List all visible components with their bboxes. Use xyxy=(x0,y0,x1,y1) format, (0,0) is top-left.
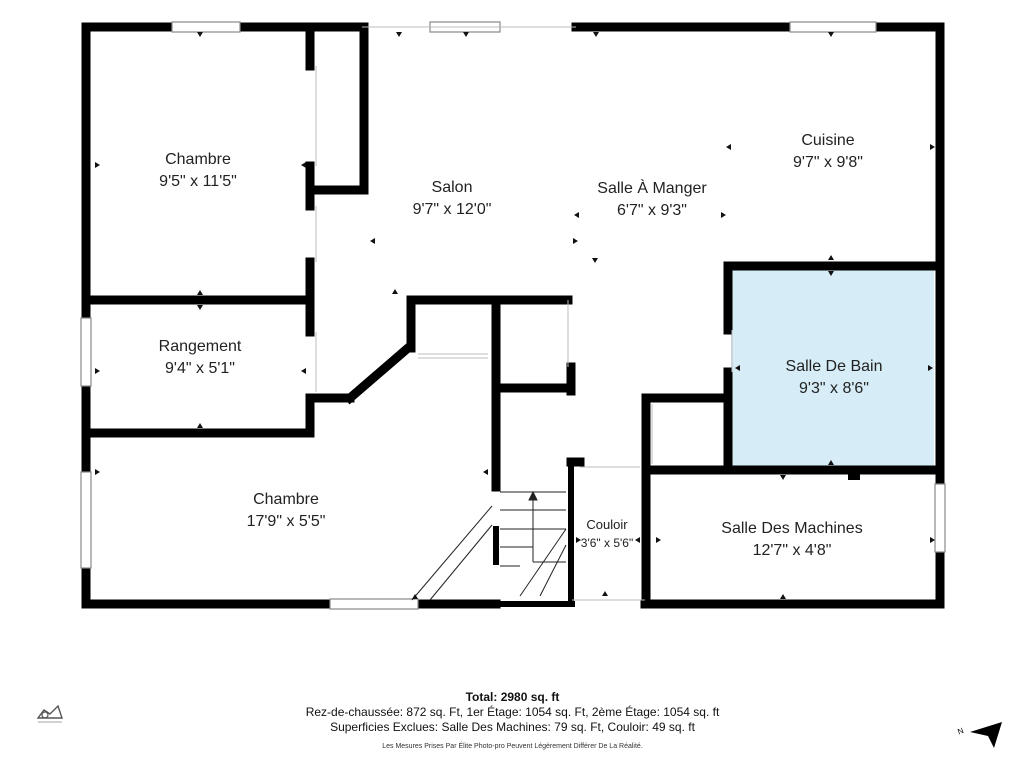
room-chambre-2: Chambre 17'9" x 5'5" xyxy=(247,489,326,533)
room-name: Rangement xyxy=(158,338,242,355)
bathroom-floor xyxy=(731,266,934,468)
room-name: Salon xyxy=(431,179,473,196)
room-salle-de-bain: Salle De Bain 9'3" x 8'6" xyxy=(786,356,883,400)
room-couloir: Couloir 3'6" x 5'6" xyxy=(581,516,633,552)
room-dims: 9'4" x 5'1" xyxy=(165,360,235,377)
room-name: Salle De Bain xyxy=(785,358,883,375)
wall-stub xyxy=(848,470,860,480)
room-salle-a-manger: Salle À Manger 6'7" x 9'3" xyxy=(597,178,706,222)
staircase xyxy=(411,490,567,601)
north-arrow-icon: N xyxy=(956,722,1002,748)
room-name: Salle À Manger xyxy=(597,180,707,197)
room-dims: 12'7" x 4'8" xyxy=(752,542,832,559)
company-logo-icon xyxy=(36,704,63,723)
room-name: Chambre xyxy=(165,151,231,168)
walls xyxy=(81,22,945,609)
room-dims: 6'7" x 9'3" xyxy=(617,202,687,219)
total-area: Total: 2980 sq. ft xyxy=(465,690,560,704)
room-dims: 9'7" x 9'8" xyxy=(793,154,863,171)
room-dims: 17'9" x 5'5" xyxy=(246,513,326,530)
room-name: Chambre xyxy=(253,491,319,508)
room-salon: Salon 9'7" x 12'0" xyxy=(413,177,492,221)
excluded-areas: Superficies Exclues: Salle Des Machines:… xyxy=(330,720,695,734)
openings xyxy=(315,26,733,601)
room-salle-des-machines: Salle Des Machines 12'7" x 4'8" xyxy=(721,518,862,562)
room-dims: 3'6" x 5'6" xyxy=(580,536,634,550)
room-rangement: Rangement 9'4" x 5'1" xyxy=(159,336,242,380)
room-dims: 9'5" x 11'5" xyxy=(159,173,237,190)
room-cuisine: Cuisine 9'7" x 9'8" xyxy=(793,130,863,174)
room-dims: 9'3" x 8'6" xyxy=(799,380,869,397)
room-name: Couloir xyxy=(586,517,628,532)
disclaimer: Les Mesures Prises Par Élite Photo-pro P… xyxy=(382,743,643,750)
room-name: Salle Des Machines xyxy=(721,520,863,537)
level-areas: Rez-de-chaussée: 872 sq. Ft, 1er Étage: … xyxy=(305,705,720,719)
room-chambre-1: Chambre 9'5" x 11'5" xyxy=(159,149,237,193)
measure-markers xyxy=(95,32,935,599)
room-dims: 9'7" x 12'0" xyxy=(412,201,492,218)
room-name: Cuisine xyxy=(801,132,855,149)
north-label: N xyxy=(956,726,965,737)
